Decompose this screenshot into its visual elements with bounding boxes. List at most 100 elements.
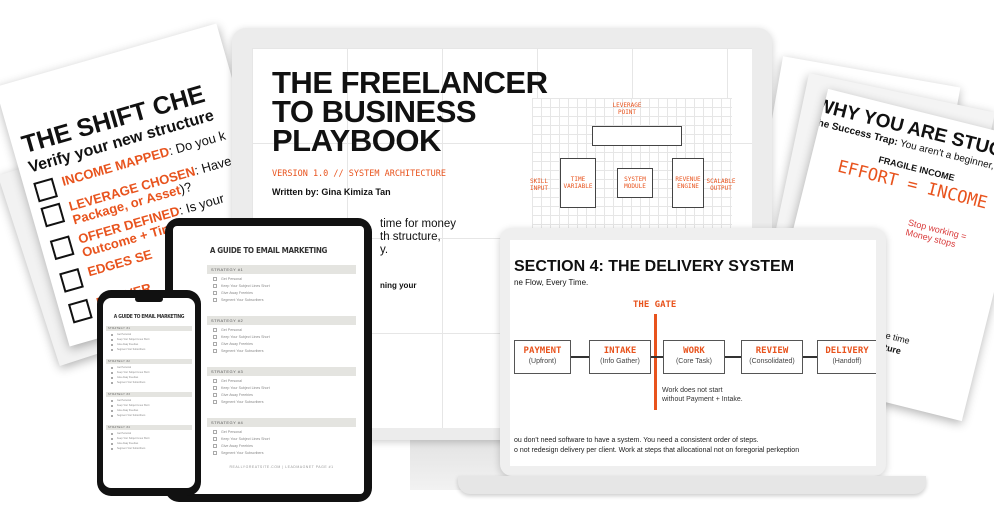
strategy-item: Keep Your Subject Lines Short bbox=[213, 386, 364, 390]
step-payment: PAYMENT(Upfront) bbox=[514, 340, 571, 374]
arrow-icon bbox=[725, 356, 741, 358]
laptop-base bbox=[458, 476, 926, 494]
checkbox[interactable] bbox=[111, 381, 113, 384]
checkbox[interactable] bbox=[213, 437, 217, 441]
checkbox[interactable] bbox=[213, 298, 217, 302]
strategy-item: Get Personal bbox=[213, 379, 364, 383]
phone-notch bbox=[135, 296, 163, 302]
strategy-item: Get Personal bbox=[111, 366, 195, 369]
strategy-item: Keep Your Subject Lines Short bbox=[111, 404, 195, 407]
checkbox[interactable] bbox=[40, 202, 66, 228]
section-subtitle: ne Flow, Every Time. bbox=[514, 278, 589, 287]
strategy-item: Give Away Freebies bbox=[111, 442, 195, 445]
strategy-item: Give Away Freebies bbox=[213, 444, 364, 448]
checkbox[interactable] bbox=[111, 376, 113, 379]
strategy-item: Segment Your Subscribers bbox=[111, 414, 195, 417]
checkbox[interactable] bbox=[213, 430, 217, 434]
skill-input-label: SKILL INPUT bbox=[529, 178, 549, 192]
checkbox[interactable] bbox=[213, 400, 217, 404]
checkbox[interactable] bbox=[33, 177, 58, 203]
strategy-item: Segment Your Subscribers bbox=[213, 349, 364, 353]
scalable-output-label: SCALABLE OUTPUT bbox=[706, 178, 736, 192]
checkbox[interactable] bbox=[213, 349, 217, 353]
strategy-item: Segment Your Subscribers bbox=[111, 447, 195, 450]
checkbox[interactable] bbox=[213, 342, 217, 346]
gate-line bbox=[654, 314, 657, 410]
strategy-item: Get Personal bbox=[213, 328, 364, 332]
step-work: WORK(Core Task) bbox=[663, 340, 725, 374]
strategy-item: Segment Your Subscribers bbox=[213, 451, 364, 455]
checkbox[interactable] bbox=[111, 404, 113, 407]
strategy-header: STRATEGY #3 bbox=[207, 367, 356, 376]
checkbox[interactable] bbox=[111, 399, 113, 402]
revenue-engine-block: REVENUE ENGINE bbox=[672, 158, 704, 208]
strategy-item: Get Personal bbox=[111, 399, 195, 402]
strategy-item: Keep Your Subject Lines Short bbox=[213, 437, 364, 441]
delivery-system-page: SECTION 4: THE DELIVERY SYSTEM ne Flow, … bbox=[510, 240, 876, 466]
cover-title: THE FREELANCER TO BUSINESS PLAYBOOK bbox=[272, 65, 548, 158]
checkbox[interactable] bbox=[213, 291, 217, 295]
strategy-item: Keep Your Subject Lines Short bbox=[111, 338, 195, 341]
strategy-item: Give Away Freebies bbox=[111, 376, 195, 379]
checkbox[interactable] bbox=[111, 348, 113, 351]
arrow-icon bbox=[803, 356, 817, 358]
strategy-item: Keep Your Subject Lines Short bbox=[111, 437, 195, 440]
guide-title: A GUIDE TO EMAIL MARKETING bbox=[209, 246, 328, 255]
checkbox[interactable] bbox=[111, 414, 113, 417]
checkbox[interactable] bbox=[67, 298, 93, 324]
checkbox[interactable] bbox=[111, 343, 113, 346]
strategy-header: STRATEGY #1 bbox=[207, 265, 356, 274]
system-diagram: LEVERAGE POINT SKILL INPUT TIME VARIABLE… bbox=[530, 98, 735, 248]
strategy-item: Give Away Freebies bbox=[213, 393, 364, 397]
checkbox[interactable] bbox=[213, 328, 217, 332]
checkbox[interactable] bbox=[111, 409, 113, 412]
strategy-header: STRATEGY #3 bbox=[106, 392, 192, 397]
checkbox[interactable] bbox=[111, 447, 113, 450]
section-footer: ou don't need software to have a system.… bbox=[514, 437, 800, 454]
checkbox[interactable] bbox=[213, 284, 217, 288]
strategy-item: Give Away Freebies bbox=[213, 342, 364, 346]
strategy-item: Get Personal bbox=[213, 277, 364, 281]
strategy-item: Segment Your Subscribers bbox=[213, 400, 364, 404]
strategy-item: Get Personal bbox=[111, 333, 195, 336]
section-title: SECTION 4: THE DELIVERY SYSTEM bbox=[514, 258, 795, 275]
checkbox[interactable] bbox=[111, 366, 113, 369]
strategy-item: Give Away Freebies bbox=[111, 343, 195, 346]
guide-footer: REALLYGREATSITE.COM | LEADMAGNET PAGE #1 bbox=[229, 465, 334, 469]
checkbox[interactable] bbox=[111, 338, 113, 341]
laptop: SECTION 4: THE DELIVERY SYSTEM ne Flow, … bbox=[500, 228, 886, 476]
checkbox[interactable] bbox=[111, 432, 113, 435]
strategy-item: Keep Your Subject Lines Short bbox=[213, 335, 364, 339]
strategy-item: Keep Your Subject Lines Short bbox=[213, 284, 364, 288]
email-guide-page: A GUIDE TO EMAIL MARKETING STRATEGY #1 Ge… bbox=[173, 226, 364, 494]
step-review: REVIEW(Consolidated) bbox=[741, 340, 803, 374]
checkbox[interactable] bbox=[111, 333, 113, 336]
checkbox[interactable] bbox=[49, 235, 75, 261]
checkbox[interactable] bbox=[213, 451, 217, 455]
checkbox[interactable] bbox=[111, 442, 113, 445]
arrow-icon bbox=[571, 356, 589, 358]
checkbox[interactable] bbox=[111, 371, 113, 374]
checkbox[interactable] bbox=[213, 379, 217, 383]
checkbox[interactable] bbox=[213, 277, 217, 281]
gate-label: THE GATE bbox=[633, 300, 677, 310]
strategy-item: Get Personal bbox=[111, 432, 195, 435]
strategy-item: Segment Your Subscribers bbox=[111, 348, 195, 351]
strategy-header: STRATEGY #4 bbox=[207, 418, 356, 427]
checkbox[interactable] bbox=[111, 437, 113, 440]
checkbox[interactable] bbox=[213, 335, 217, 339]
checkbox[interactable] bbox=[59, 268, 84, 293]
strategy-item: Give Away Freebies bbox=[111, 409, 195, 412]
checkbox[interactable] bbox=[213, 444, 217, 448]
checkbox[interactable] bbox=[213, 386, 217, 390]
arrow-icon bbox=[651, 356, 663, 358]
leverage-point-label: LEVERAGE POINT bbox=[612, 102, 642, 116]
checkbox[interactable] bbox=[213, 393, 217, 397]
time-variable-block: TIME VARIABLE bbox=[560, 158, 596, 208]
